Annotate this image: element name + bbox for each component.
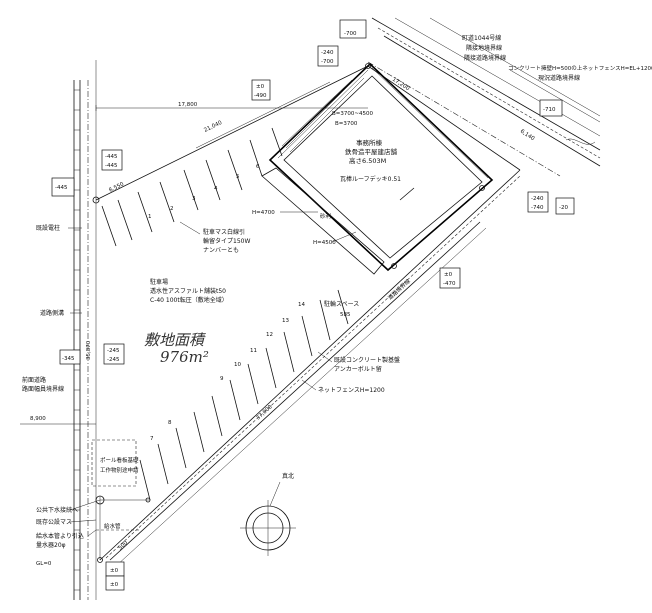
- stall-5: 5: [236, 174, 240, 180]
- label-parking-area-2: 透水性アスファルト舗装t50: [150, 287, 226, 295]
- parking-top-row: [101, 127, 283, 247]
- stall-7: 7: [150, 436, 154, 442]
- elev-bottom-0a: ±0: [110, 568, 119, 574]
- label-parking-area-3: C-40 100t転圧（敷地全域）: [150, 296, 228, 304]
- elev-pm0: ±0: [256, 84, 265, 90]
- building-height: 高さ6.503M: [349, 156, 386, 165]
- dim-b1: B=3700~4500: [332, 111, 373, 117]
- dim-17800: 17,800: [178, 102, 198, 108]
- label-parking-area-1: 駐車場: [150, 278, 168, 286]
- stall-12: 12: [266, 332, 273, 338]
- front-road: [73, 60, 97, 600]
- stall-3: 3: [192, 196, 196, 202]
- elev-mid-0: ±0: [444, 272, 453, 278]
- label-concrete-base-1: 既設コンクリート製基盤: [334, 356, 400, 364]
- dim-h4700: H=4700: [252, 210, 275, 216]
- north-arrow: 真北: [240, 472, 296, 556]
- dim-500: 500: [117, 540, 129, 552]
- elev-top-1: -700: [344, 31, 357, 37]
- label-road-side: 道路側溝: [40, 309, 64, 317]
- label-water-1: 給水本管より引込: [36, 532, 84, 540]
- building-roof: 瓦棒ルーフデッキ0.51: [340, 175, 401, 183]
- stall-6: 6: [256, 164, 260, 170]
- building-title: 事務所棟: [356, 138, 383, 147]
- sign-base: ポール看板基礎 工作物別途申請: [91, 439, 151, 560]
- dim-b2: B=3700: [335, 121, 358, 127]
- label-boundary-1: 隣接地境界線: [466, 44, 502, 52]
- label-concrete-base-2: アンカーボルト留: [334, 365, 382, 373]
- label-gl: GL=0: [36, 561, 52, 567]
- stall-14: 14: [298, 302, 305, 308]
- handwriting-size: 976m²: [160, 348, 209, 366]
- elev-left-445c: -445: [55, 185, 68, 191]
- fence-line: 道路境界線: [109, 221, 487, 567]
- label-bike-space: 駐輪スペース: [324, 300, 359, 308]
- label-parking-note-1: 駐車マス白線引: [203, 228, 245, 236]
- label-bike-dim: 585: [340, 312, 351, 318]
- road-line-label: 道路境界線: [386, 277, 412, 302]
- elev-left-445b: -445: [105, 163, 118, 169]
- parking-numbers-top: 1 2 3 4 5 6: [148, 164, 260, 220]
- dim-h4500: H=4500: [313, 240, 336, 246]
- elev-left-245b: -245: [107, 357, 120, 363]
- elev-right-740: -740: [531, 205, 544, 211]
- stall-10: 10: [234, 362, 241, 368]
- elev-top-2: -240: [321, 50, 334, 56]
- dim-6140: 6,140: [519, 129, 536, 143]
- annotations: 町道1044号線 隣接地境界線 隣接道路境界線 コンクリート擁壁H=500の上ネ…: [22, 34, 652, 567]
- elev-mid-470: -470: [443, 281, 456, 287]
- label-water-2: 量水器20φ: [36, 541, 66, 549]
- label-front-road-1: 前面道路: [22, 376, 46, 384]
- building: 事務所棟 鉄骨造平屋建店舗 高さ6.503M 瓦棒ルーフデッキ0.51 B=37…: [252, 62, 494, 275]
- label-town-road: 町道1044号線: [462, 34, 501, 42]
- elev-right-240: -240: [531, 196, 544, 202]
- elevation-boxes: -700 -240 -700 ±0 -490 -445 -445 -445 -7…: [51, 19, 575, 591]
- site-boundary: [95, 61, 561, 561]
- label-net-fence: ネットフェンスH=1200: [318, 387, 385, 394]
- dim-17200: 17,200: [391, 77, 411, 93]
- elev-right-710: -710: [543, 107, 556, 113]
- stall-4: 4: [214, 186, 218, 192]
- sign-label-2: 工作物別途申請: [100, 466, 139, 474]
- stall-8: 8: [168, 420, 172, 426]
- dim-21040: 21,040: [203, 120, 223, 134]
- elev-left-345: -345: [62, 356, 75, 362]
- sign-label-1: ポール看板基礎: [100, 456, 139, 464]
- label-existing-pole: 既設電柱: [36, 224, 60, 232]
- dim-8900: 8,900: [30, 416, 46, 422]
- elev-left-445a: -445: [105, 154, 118, 160]
- handwriting-area: 敷地面積: [144, 331, 206, 349]
- stall-2: 2: [170, 206, 174, 212]
- label-front-road-2: 路面幅員境界線: [22, 385, 64, 393]
- survey-markers: [92, 63, 485, 563]
- elev-top-3: -700: [321, 59, 334, 65]
- parking-bottom-row: [139, 289, 349, 501]
- label-parking-note-3: ナンバーとも: [203, 247, 239, 254]
- label-public-sewer: 公共下水接続へ: [36, 506, 78, 514]
- label-site-boundary: 現況道路境界線: [538, 74, 580, 82]
- stall-13: 13: [282, 318, 289, 324]
- building-struct: 鉄骨造平屋建店舗: [345, 147, 398, 156]
- elev-right-20: -20: [559, 205, 568, 211]
- gravel-label: 砂利: [320, 212, 331, 220]
- elev-left-245a: -245: [107, 348, 120, 354]
- stall-1: 1: [148, 214, 152, 220]
- label-boundary-2: 隣接道路境界線: [464, 54, 506, 62]
- elev-pm490: -490: [254, 93, 267, 99]
- label-fence-top: コンクリート擁壁H=500の上ネットフェンスH=EL+1200: [508, 64, 652, 72]
- label-existing-meter: 既存公設マス: [36, 518, 72, 526]
- dim-35870: 35,870: [86, 340, 92, 360]
- stall-11: 11: [250, 348, 257, 354]
- north-label: 真北: [282, 472, 294, 480]
- label-parking-note-2: 輪留タイプ150W: [203, 237, 250, 245]
- town-road: [371, 17, 601, 167]
- label-water-line: 給水管: [104, 522, 121, 530]
- stall-9: 9: [220, 376, 224, 382]
- elev-bottom-0b: ±0: [110, 582, 119, 588]
- parking-numbers-bottom: 7 8 9 10 11 12 13 14: [150, 302, 305, 442]
- dim-6550: 6,550: [108, 181, 125, 194]
